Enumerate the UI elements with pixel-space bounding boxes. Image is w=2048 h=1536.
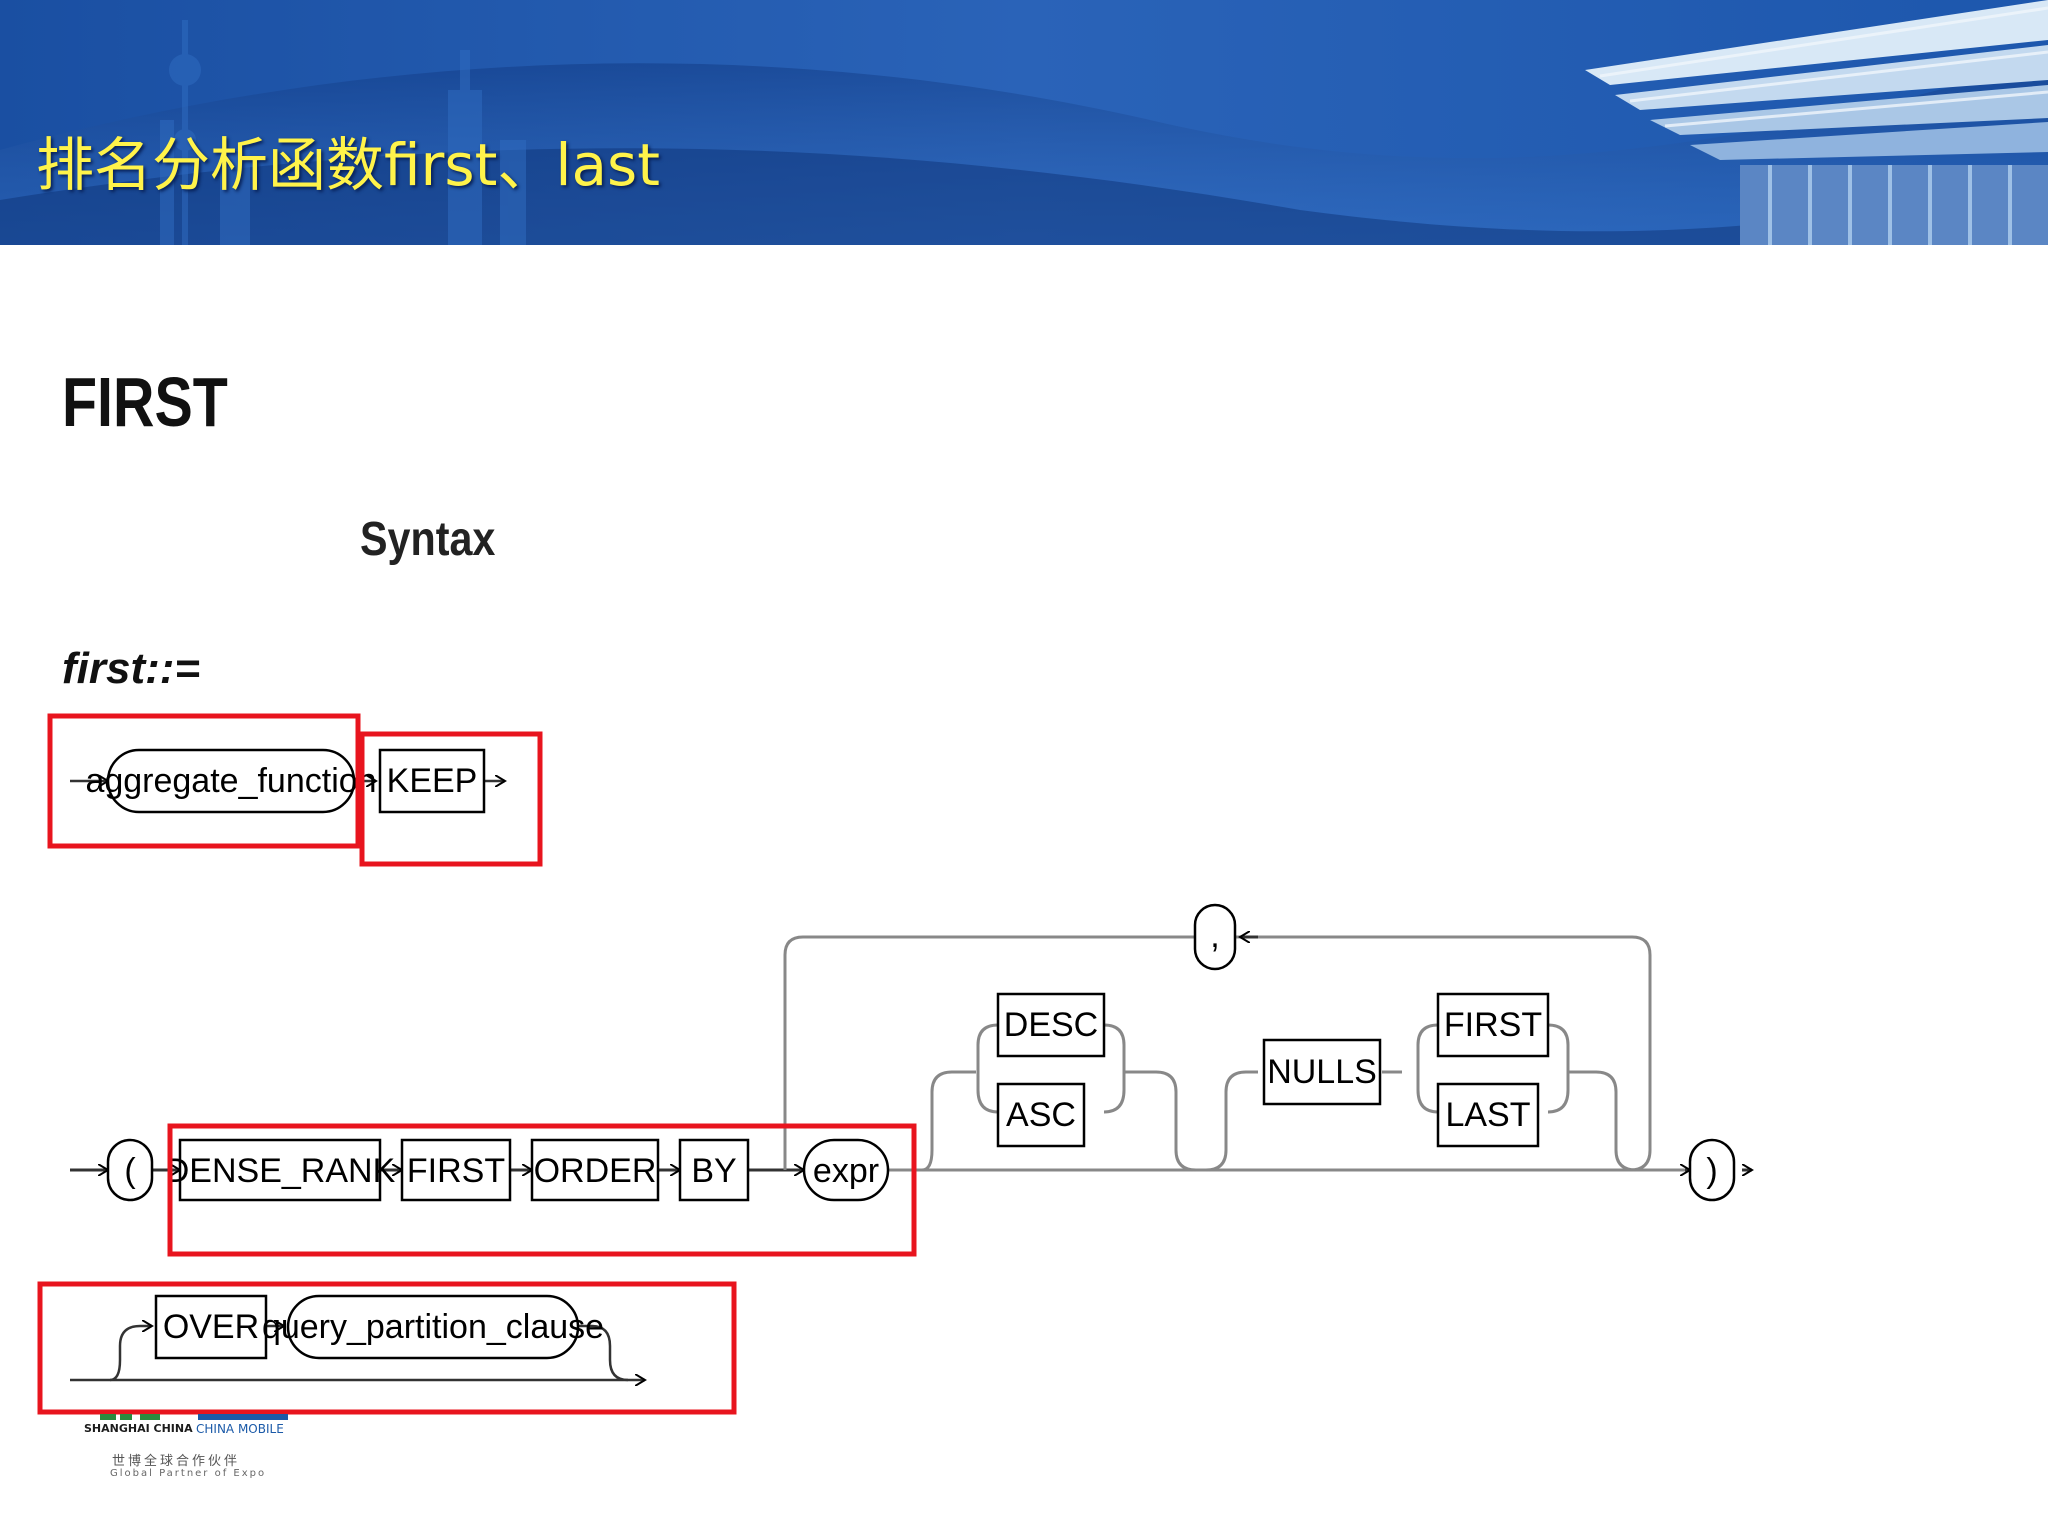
nulls-last-keyword-node: LAST — [1436, 1082, 1540, 1148]
nulls-branch-entry — [1205, 1070, 1258, 1172]
comma-node: , — [1193, 903, 1237, 971]
first-last-split — [1416, 1023, 1439, 1114]
nulls-keyword-node: NULLS — [1262, 1038, 1382, 1106]
keep-clause-rails — [70, 937, 1752, 1170]
svg-text:DENSE_RANK: DENSE_RANK — [165, 1152, 396, 1190]
rule-name: first::= — [62, 644, 201, 693]
aggregate-function-node: aggregate_function — [85, 748, 377, 814]
over-clause-rails — [70, 1326, 645, 1380]
expr-node: expr — [802, 1138, 890, 1202]
highlight-dense-rank-order-by — [167, 1123, 917, 1257]
svg-text:LAST: LAST — [1445, 1096, 1530, 1134]
over-branch-entry — [109, 1326, 152, 1382]
desc-keyword-node: DESC — [996, 992, 1106, 1058]
svg-text:expr: expr — [813, 1152, 879, 1190]
first-last-join — [1547, 1023, 1570, 1114]
asc-keyword-node: ASC — [996, 1082, 1086, 1148]
close-paren-node: ) — [1688, 1138, 1736, 1202]
dense-rank-keyword-node: DENSE_RANK — [165, 1138, 396, 1202]
svg-text:OVER: OVER — [163, 1308, 259, 1346]
keep-keyword-node: KEEP — [378, 748, 486, 814]
over-keyword-node: OVER — [154, 1294, 268, 1360]
footer-logo: SHANGHAI CHINA CHINA MOBILE 世博全球合作伙伴 Glo… — [80, 1414, 310, 1494]
sort-branch-entry — [921, 1070, 976, 1172]
highlight-over-clause — [37, 1281, 737, 1415]
desc-asc-join — [1103, 1023, 1126, 1114]
over-branch-exit — [578, 1324, 629, 1382]
svg-text:KEEP: KEEP — [387, 762, 478, 800]
sort-branch-exit — [1124, 1070, 1197, 1172]
svg-text:FIRST: FIRST — [1444, 1006, 1542, 1044]
comma-loop-left — [783, 935, 1195, 1170]
skyline-icon — [160, 20, 526, 245]
comma-loop-right — [1235, 935, 1652, 1172]
svg-text:(: ( — [124, 1152, 136, 1190]
logo-tagline-en: Global Partner of Expo — [110, 1468, 267, 1479]
svg-text:): ) — [1706, 1152, 1717, 1190]
page-heading: FIRST — [62, 363, 228, 441]
nulls-branch-exit — [1568, 1070, 1637, 1172]
first-keyword-node: FIRST — [400, 1138, 512, 1202]
header-banner: 排名分析函数first、last — [0, 0, 2048, 245]
svg-text:FIRST: FIRST — [407, 1152, 505, 1190]
china-pavilion-icon — [1585, 0, 2048, 245]
open-paren-node: ( — [106, 1138, 154, 1202]
highlight-aggregate-function — [47, 713, 361, 849]
logo-tagline-cn: 世博全球合作伙伴 — [112, 1454, 241, 1469]
svg-text:query_partition_clause: query_partition_clause — [262, 1308, 604, 1346]
svg-text:NULLS: NULLS — [1267, 1053, 1377, 1091]
highlight-boxes — [37, 713, 917, 1415]
logo-china-mobile-text: CHINA MOBILE — [196, 1422, 284, 1436]
by-keyword-node: BY — [678, 1138, 750, 1202]
svg-text:ORDER: ORDER — [534, 1152, 657, 1190]
logo-shanghai-text: SHANGHAI CHINA — [84, 1422, 193, 1435]
banner-background — [0, 0, 2048, 245]
desc-asc-split — [976, 1023, 999, 1114]
banner-title: 排名分析函数first、last — [36, 131, 660, 199]
svg-text:ASC: ASC — [1006, 1096, 1076, 1134]
svg-text:,: , — [1210, 917, 1219, 955]
syntax-heading: Syntax — [360, 513, 496, 566]
nulls-first-keyword-node: FIRST — [1436, 992, 1550, 1058]
expo-logo-icon — [100, 1414, 288, 1420]
svg-text:DESC: DESC — [1004, 1006, 1098, 1044]
svg-text:aggregate_function: aggregate_function — [85, 762, 376, 800]
order-keyword-node: ORDER — [530, 1138, 660, 1202]
query-partition-clause-node: query_partition_clause — [262, 1294, 604, 1360]
svg-text:BY: BY — [691, 1152, 736, 1190]
highlight-keep — [359, 731, 543, 867]
